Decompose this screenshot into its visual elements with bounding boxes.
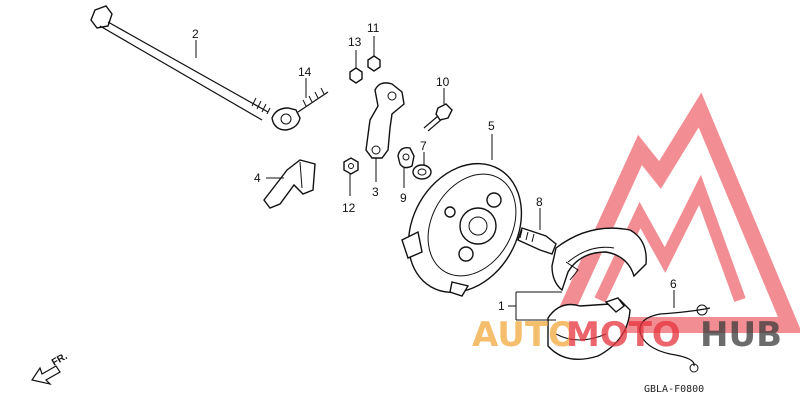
brake-shoe-lower [547,297,631,360]
callout-2: 2 [192,27,199,41]
brake-shoe-upper [551,227,647,292]
front-label: FR. [50,351,70,369]
callout-5: 5 [488,119,495,133]
callout-14: 14 [298,65,312,79]
callout-10: 10 [436,75,450,89]
indicator-plate [271,87,329,131]
nut-11 [367,55,381,72]
brake-panel [401,162,523,297]
callout-11: 11 [367,21,380,35]
brake-cam [517,227,557,255]
watermark-text: AUTO MOTO HUB [472,315,782,355]
watermark-auto: AUTO [472,315,577,355]
callout-9: 9 [400,191,407,205]
watermark-logo [547,92,800,333]
nut-13 [349,67,363,84]
nut-12 [343,157,359,175]
callout-3: 3 [372,185,379,199]
callout-1: 1 [498,299,505,313]
washer-9 [397,146,415,169]
brake-arm [365,82,405,159]
axle-bolt [90,5,271,121]
callout-7: 7 [420,139,427,153]
callout-12: 12 [342,201,356,215]
bolt-10 [423,103,453,132]
callout-labels: 1 2 3 4 5 6 7 8 9 10 11 12 13 14 [192,21,677,313]
seal-7 [412,164,432,180]
watermark-moto: MOTO [566,315,681,355]
callout-13: 13 [348,35,362,49]
callout-8: 8 [536,195,543,209]
watermark-hub: HUB [700,315,782,355]
front-arrow-icon [31,365,61,386]
callout-6: 6 [670,277,677,291]
brake-arm-bracket [263,159,316,209]
brake-spring-wire [639,304,711,373]
front-direction-indicator: FR. [31,351,70,386]
callout-4: 4 [254,171,261,185]
leader-lines [195,36,675,321]
diagram-code: GBLA-F0800 [644,384,704,395]
